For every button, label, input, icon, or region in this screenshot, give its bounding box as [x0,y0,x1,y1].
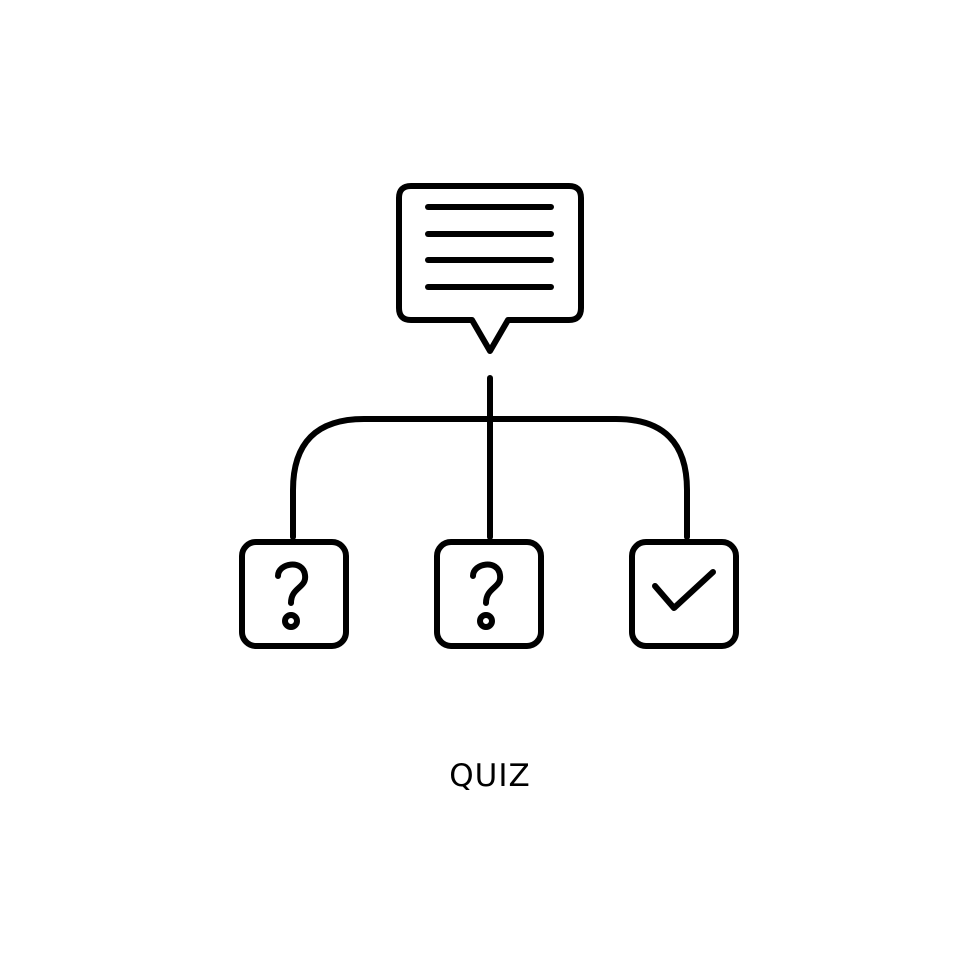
caption-label: QUIZ [449,758,531,794]
question-mark-box-icon [239,539,349,649]
question-mark-box-icon [434,539,544,649]
connector-lines [290,375,690,540]
checkmark-box-icon [629,539,739,649]
speech-bubble-lines-icon [396,183,584,354]
